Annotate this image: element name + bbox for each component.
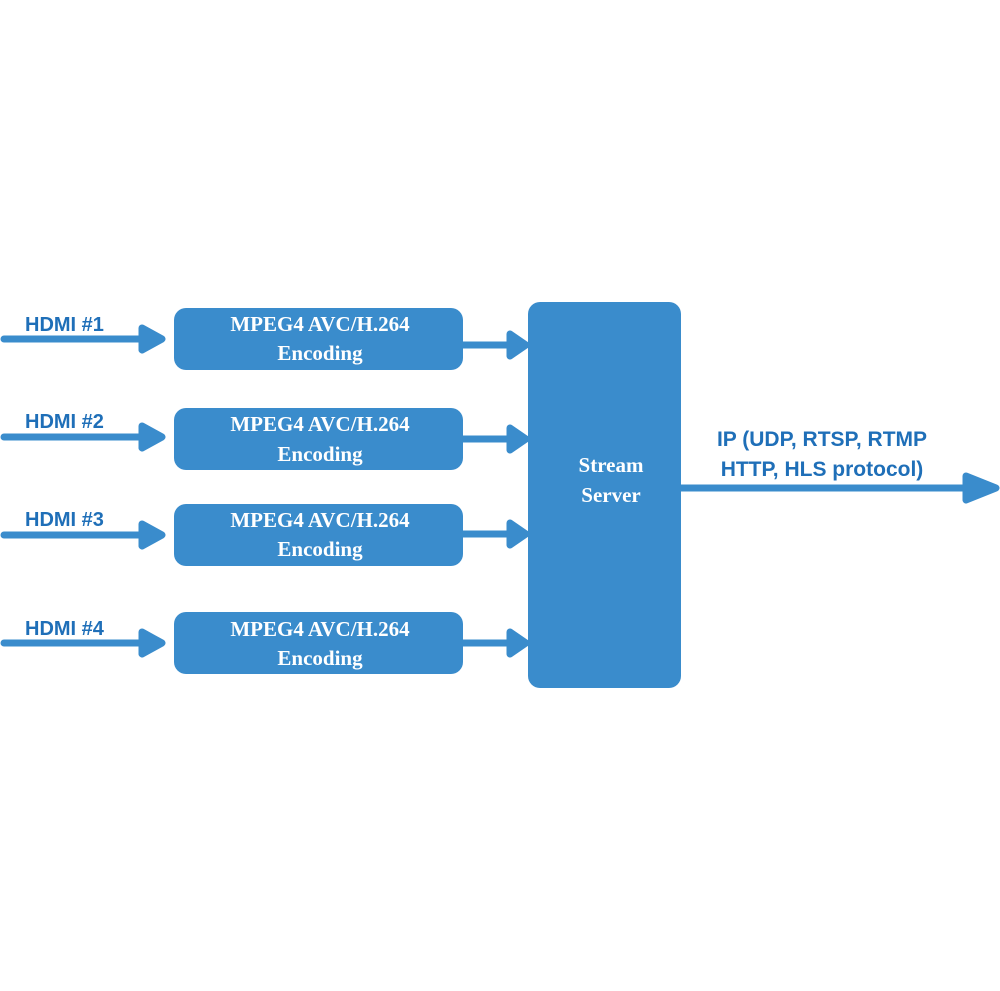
input-arrow-4 xyxy=(0,628,166,658)
encoder-arrow-2 xyxy=(459,424,530,454)
input-arrow-2 xyxy=(0,422,166,452)
input-label-hdmi-4: HDMI #4 xyxy=(25,618,105,640)
encoder-label-2-line1: MPEG4 AVC/H.264 xyxy=(230,412,410,436)
encoder-label-2-line2: Encoding xyxy=(277,442,363,466)
output-arrow xyxy=(677,472,1000,504)
stream-server-box xyxy=(528,302,681,688)
input-row-1: HDMI #1 MPEG4 AVC/H.264 Encoding xyxy=(0,308,530,370)
input-row-4: HDMI #4 MPEG4 AVC/H.264 Encoding xyxy=(0,612,530,674)
encoder-box-2 xyxy=(174,408,463,470)
encoder-arrow-3 xyxy=(459,519,530,549)
input-arrow-1 xyxy=(0,324,166,354)
input-arrow-3 xyxy=(0,520,166,550)
stream-server-label-line1: Stream xyxy=(579,453,644,477)
encoder-box-4 xyxy=(174,612,463,674)
input-label-hdmi-1: HDMI #1 xyxy=(25,314,104,336)
input-label-hdmi-2: HDMI #2 xyxy=(25,411,104,433)
encoder-box-1 xyxy=(174,308,463,370)
output-stream: IP (UDP, RTSP, RTMP HTTP, HLS protocol) xyxy=(677,428,1000,504)
output-protocols-line2: HTTP, HLS protocol) xyxy=(721,458,924,481)
encoder-label-3-line1: MPEG4 AVC/H.264 xyxy=(230,508,410,532)
stream-server-label-line2: Server xyxy=(581,483,640,507)
encoder-arrow-4 xyxy=(459,628,530,658)
encoder-box-3 xyxy=(174,504,463,566)
encoder-label-3-line2: Encoding xyxy=(277,537,363,561)
encoder-label-1-line1: MPEG4 AVC/H.264 xyxy=(230,312,410,336)
input-label-hdmi-3: HDMI #3 xyxy=(25,509,104,531)
stream-server: Stream Server xyxy=(528,302,681,688)
encoder-label-4-line2: Encoding xyxy=(277,646,363,670)
input-row-3: HDMI #3 MPEG4 AVC/H.264 Encoding xyxy=(0,504,530,566)
input-row-2: HDMI #2 MPEG4 AVC/H.264 Encoding xyxy=(0,408,530,470)
encoder-arrow-1 xyxy=(459,330,530,360)
encoder-label-1-line2: Encoding xyxy=(277,341,363,365)
encoder-label-4-line1: MPEG4 AVC/H.264 xyxy=(230,617,410,641)
output-protocols-line1: IP (UDP, RTSP, RTMP xyxy=(717,428,927,451)
